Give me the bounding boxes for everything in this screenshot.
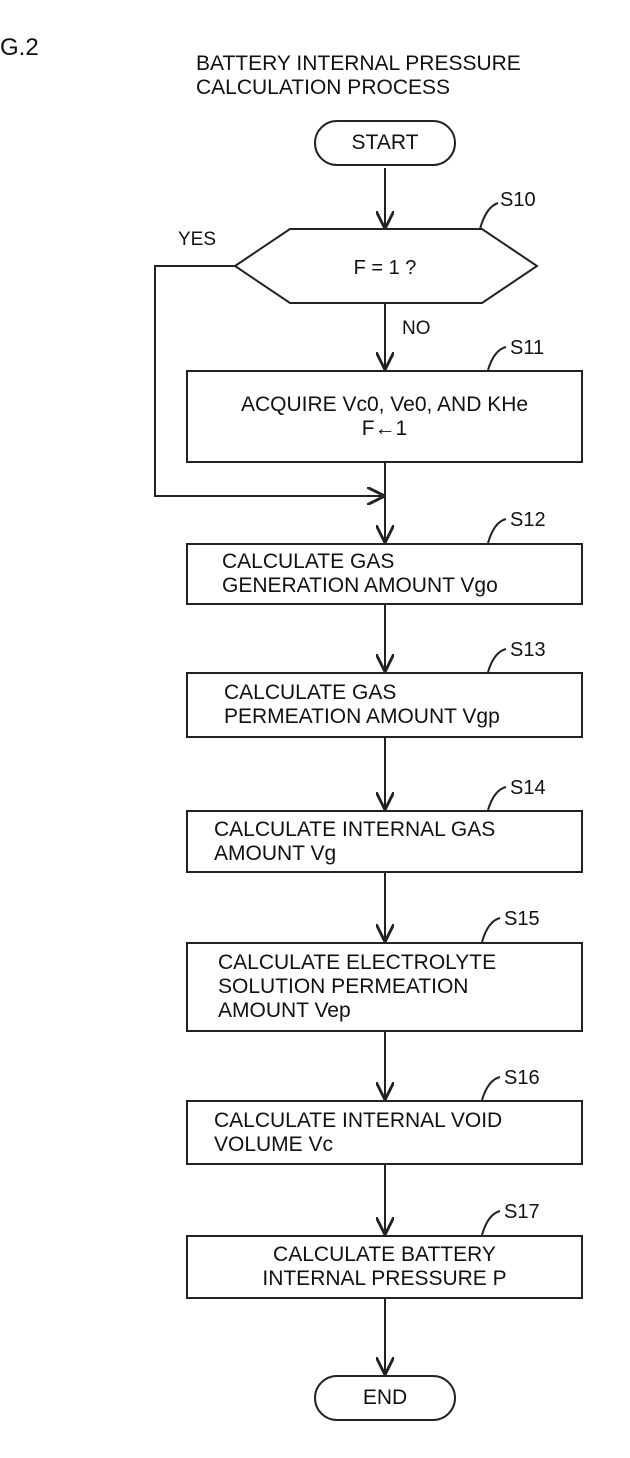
step-text-line: INTERNAL PRESSURE P	[262, 1267, 506, 1291]
step-text-line: CALCULATE ELECTROLYTE	[218, 951, 581, 975]
step-text-line: PERMEATION AMOUNT Vgp	[224, 705, 581, 729]
process-box-s17: CALCULATE BATTERY INTERNAL PRESSURE P	[186, 1235, 583, 1299]
process-box-s13: CALCULATE GAS PERMEATION AMOUNT Vgp	[186, 672, 583, 738]
step-text-line: F←1	[362, 417, 408, 441]
step-text-line: SOLUTION PERMEATION	[218, 975, 581, 999]
step-text-line: CALCULATE INTERNAL GAS	[214, 818, 581, 842]
step-text-line: ACQUIRE Vc0, Ve0, AND KHe	[241, 393, 528, 417]
step-id-s12: S12	[510, 509, 546, 532]
step-id-s17: S17	[504, 1201, 540, 1224]
decision-text: F = 1 ?	[300, 257, 470, 280]
yes-label: YES	[178, 229, 216, 251]
step-text-line: AMOUNT Vg	[214, 842, 581, 866]
start-terminal: START	[314, 120, 456, 166]
step-id-s11: S11	[510, 337, 544, 360]
process-box-s12: CALCULATE GAS GENERATION AMOUNT Vgo	[186, 543, 583, 605]
leader-s11	[488, 347, 506, 370]
no-label: NO	[402, 318, 431, 340]
leader-s12	[488, 519, 506, 543]
process-box-s14: CALCULATE INTERNAL GAS AMOUNT Vg	[186, 810, 583, 873]
leader-s13	[488, 649, 506, 672]
step-id-s14: S14	[510, 777, 546, 800]
step-text-line: CALCULATE BATTERY	[273, 1243, 496, 1267]
step-text-line: CALCULATE GAS	[222, 550, 581, 574]
leader-s10	[480, 203, 498, 229]
step-id-s13: S13	[510, 639, 546, 662]
leader-s14	[488, 787, 506, 810]
leader-s15	[482, 918, 500, 942]
process-box-s11: ACQUIRE Vc0, Ve0, AND KHe F←1	[186, 370, 583, 463]
process-box-s15: CALCULATE ELECTROLYTE SOLUTION PERMEATIO…	[186, 942, 583, 1032]
step-text-line: CALCULATE GAS	[224, 681, 581, 705]
step-text-line: AMOUNT Vep	[218, 999, 581, 1023]
step-text-line: VOLUME Vc	[214, 1133, 581, 1157]
end-terminal: END	[314, 1375, 456, 1421]
leader-s16	[482, 1077, 500, 1100]
step-id-s16: S16	[504, 1067, 540, 1090]
step-text-line: CALCULATE INTERNAL VOID	[214, 1109, 581, 1133]
process-box-s16: CALCULATE INTERNAL VOID VOLUME Vc	[186, 1100, 583, 1165]
step-text-line: GENERATION AMOUNT Vgo	[222, 574, 581, 598]
step-id-s10: S10	[500, 189, 536, 212]
step-id-s15: S15	[504, 908, 540, 931]
leader-s17	[482, 1211, 500, 1235]
